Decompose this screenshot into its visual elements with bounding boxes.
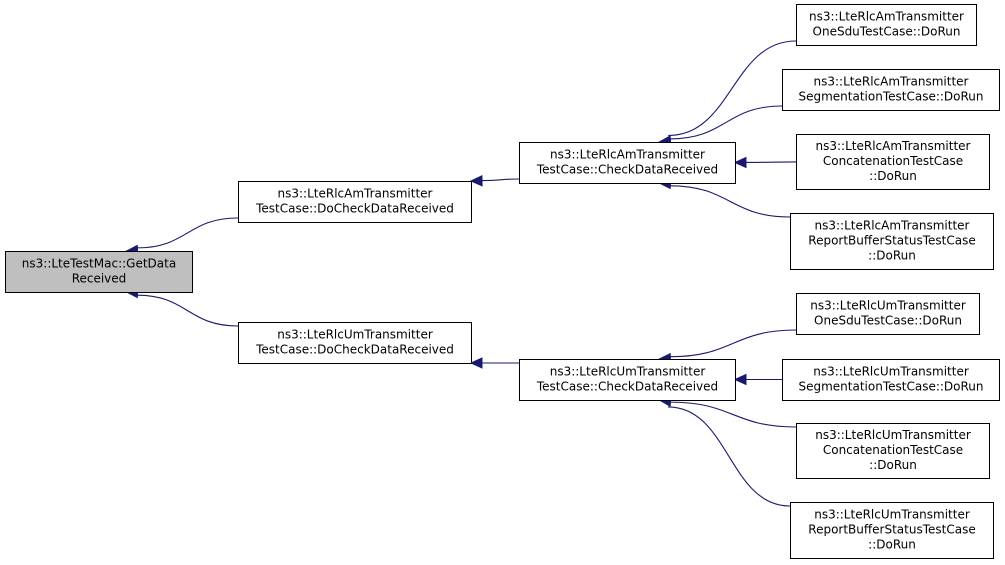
node-box [796,293,980,335]
node-am-docheck[interactable]: ns3::LteRlcAmTransmitterTestCase::DoChec… [238,181,472,223]
node-am-report[interactable]: ns3::LteRlcAmTransmitterReportBufferStat… [790,213,994,270]
edge-line [670,329,797,358]
node-box [519,359,736,401]
edge-line [670,185,791,218]
edge-am_seg-to-am_check [658,105,783,148]
edge-am_concat-to-am_check [733,156,797,169]
nodes-layer: ns3::LteTestMac::GetDataReceivedns3::Lte… [5,4,1000,559]
node-label-line: OneSduTestCase::DoRun [813,25,961,39]
edge-line [137,294,239,327]
node-label-line: ConcatenationTestCase [823,154,963,168]
arrow-head [469,357,483,369]
node-am-seg[interactable]: ns3::LteRlcAmTransmitterSegmentationTest… [782,69,1000,111]
node-label-line: ConcatenationTestCase [823,443,963,457]
arrow-head [733,156,747,169]
node-box [5,251,193,293]
node-label-line: SegmentationTestCase::DoRun [798,90,983,104]
node-label-line: ns3::LteRlcAmTransmitter [278,187,433,201]
node-box [796,4,977,46]
node-am-check[interactable]: ns3::LteRlcAmTransmitterTestCase::CheckD… [519,142,736,184]
node-label-line: ReportBufferStatusTestCase [808,523,975,537]
node-box [796,134,990,190]
edge-am_check-to-am_docheck [469,175,520,187]
node-label-line: ::DoRun [869,169,917,183]
edges-layer [125,40,797,507]
node-box [238,181,472,223]
edge-am_report-to-am_check [658,177,791,218]
node-label-line: ns3::LteRlcUmTransmitter [813,365,969,379]
node-label-line: OneSduTestCase::DoRun [814,314,962,328]
node-label-line: ::DoRun [868,538,916,552]
node-label-line: TestCase::DoCheckDataReceived [255,202,454,216]
arrow-head [469,175,483,187]
node-label-line: ::DoRun [868,249,916,263]
edge-line [481,178,520,182]
node-box [519,142,736,184]
edge-um_seg-to-um_check [733,373,782,386]
node-label-line: ns3::LteRlcAmTransmitter [815,219,970,233]
node-label-line: ns3::LteRlcUmTransmitter [815,428,971,442]
node-label-line: ::DoRun [869,458,917,472]
node-label-line: TestCase::CheckDataReceived [536,163,718,177]
node-am-onesdu[interactable]: ns3::LteRlcAmTransmitterOneSduTestCase::… [796,4,977,46]
node-label-line: SegmentationTestCase::DoRun [798,380,983,394]
node-label-line: ns3::LteRlcUmTransmitter [550,365,706,379]
node-um-seg[interactable]: ns3::LteRlcUmTransmitterSegmentationTest… [782,359,1000,401]
edge-um_check-to-um_docheck [469,357,520,369]
edge-um_onesdu-to-um_check [658,329,797,365]
node-um-report[interactable]: ns3::LteRlcUmTransmitterReportBufferStat… [790,502,994,559]
node-box [238,322,472,364]
node-label-line: ns3::LteTestMac::GetData [22,257,176,271]
edge-um_report-to-um_check [658,395,791,507]
edge-am_docheck-to-root [125,217,239,257]
node-box [782,69,1000,111]
node-label-line: ns3::LteRlcAmTransmitter [550,148,705,162]
node-label-line: ns3::LteRlcUmTransmitter [277,328,433,342]
node-box [790,502,994,559]
edge-am_onesdu-to-am_check [658,40,797,147]
node-label-line: ns3::LteRlcAmTransmitter [809,10,964,24]
node-label-line: TestCase::DoCheckDataReceived [255,343,454,357]
node-label-line: ns3::LteRlcAmTransmitter [816,139,971,153]
edge-um_docheck-to-root [125,286,239,327]
node-label-line: ns3::LteRlcAmTransmitter [814,75,969,89]
node-am-concat[interactable]: ns3::LteRlcAmTransmitterConcatenationTes… [796,134,990,190]
arrow-head [733,373,747,386]
node-um-onesdu[interactable]: ns3::LteRlcUmTransmitterOneSduTestCase::… [796,293,980,335]
node-label-line: Received [72,272,127,286]
node-um-concat[interactable]: ns3::LteRlcUmTransmitterConcatenationTes… [796,423,990,479]
node-label-line: TestCase::CheckDataReceived [536,380,718,394]
node-um-check[interactable]: ns3::LteRlcUmTransmitterTestCase::CheckD… [519,359,736,401]
node-box [790,213,994,270]
edge-line [667,406,791,507]
node-label-line: ReportBufferStatusTestCase [808,234,975,248]
edge-line [670,401,797,428]
node-label-line: ns3::LteRlcUmTransmitter [810,299,966,313]
edge-line [668,40,797,137]
edge-line [137,217,239,249]
node-label-line: ns3::LteRlcUmTransmitter [814,508,970,522]
node-um-docheck[interactable]: ns3::LteRlcUmTransmitterTestCase::DoChec… [238,322,472,364]
node-box [796,423,990,479]
node-box [782,359,1000,401]
edge-line [669,105,783,140]
